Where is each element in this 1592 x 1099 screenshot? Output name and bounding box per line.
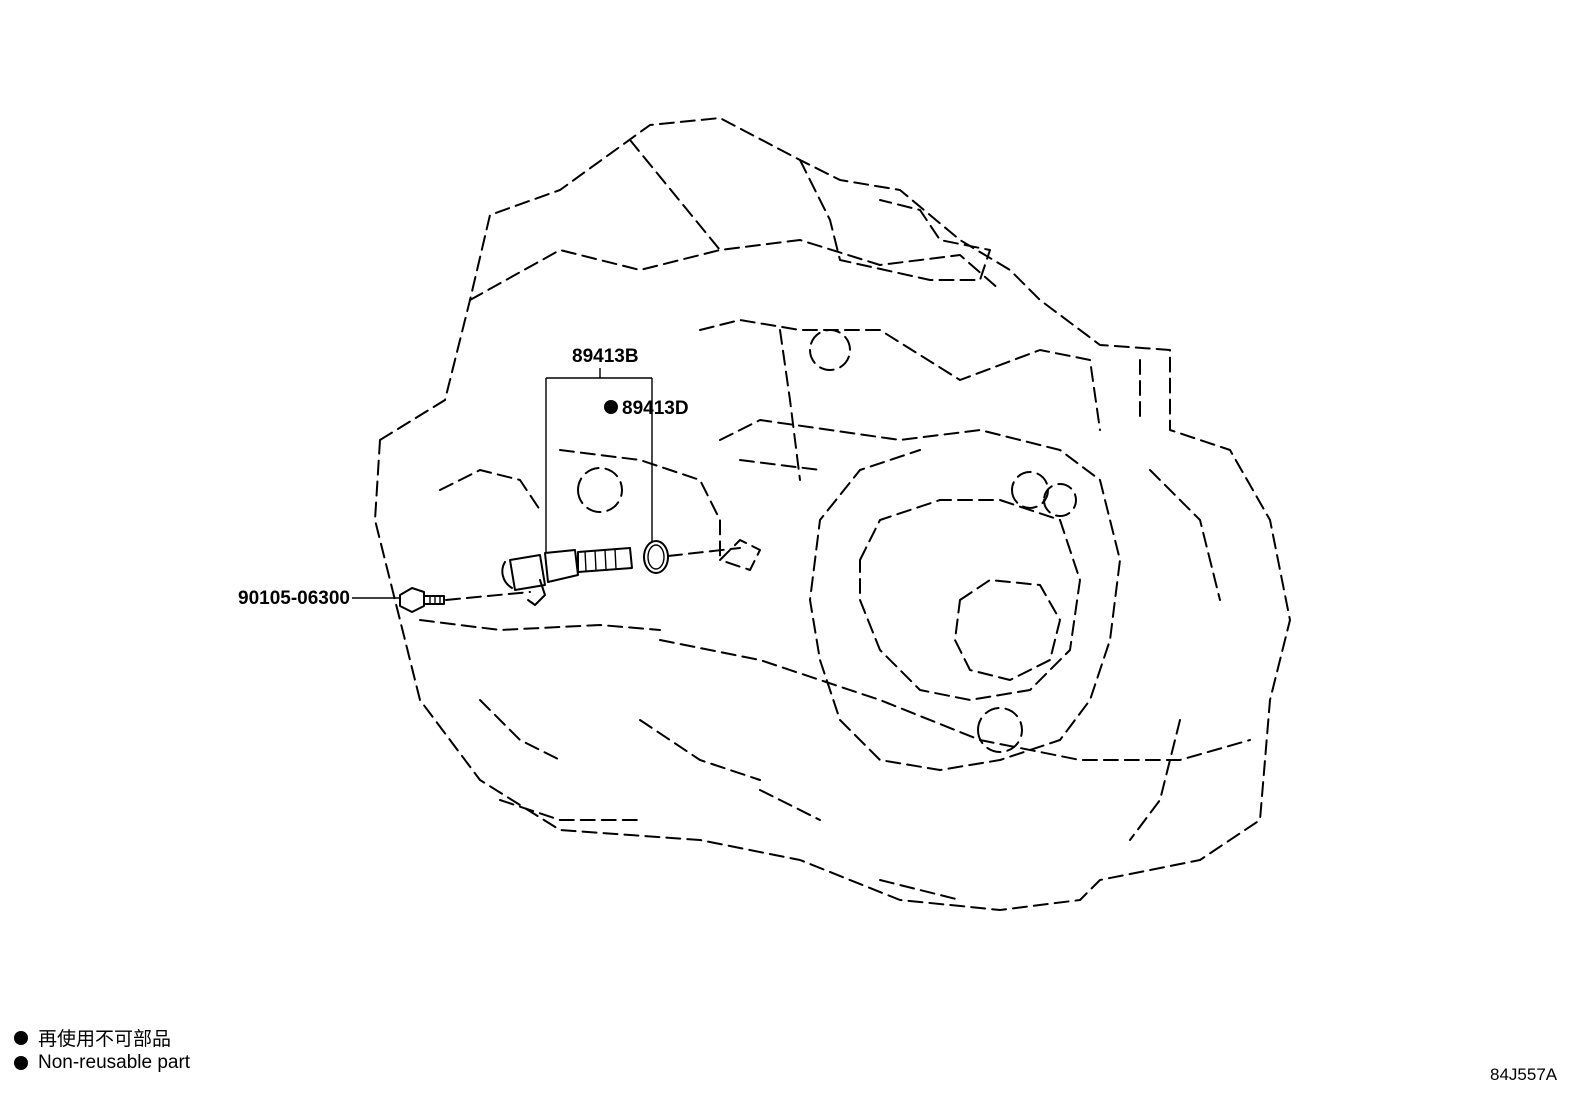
legend-text: 再使用不可部品 (38, 1029, 172, 1050)
legend-item-japanese: 再使用不可部品 (14, 1024, 171, 1051)
bolt-install-line (445, 591, 531, 601)
label-90105-06300: 90105-06300 (238, 588, 350, 609)
reference-code: 84J557A (1490, 1065, 1558, 1084)
bolt (399, 587, 445, 613)
filled-circle-icon (14, 1056, 28, 1070)
oring-install-line (667, 547, 741, 557)
legend-item-english: Non-reusable part (14, 1052, 190, 1074)
o-ring-inner (647, 544, 665, 570)
label-89413B: 89413B (572, 346, 639, 367)
speed-sensor (501, 547, 633, 606)
leader-89413B (545, 368, 653, 552)
non-reusable-marker (604, 400, 618, 414)
filled-circle-icon (14, 1030, 28, 1045)
label-89413D: 89413D (622, 398, 689, 419)
legend-text: Non-reusable part (38, 1052, 191, 1073)
transaxle-housing (374, 117, 1291, 911)
